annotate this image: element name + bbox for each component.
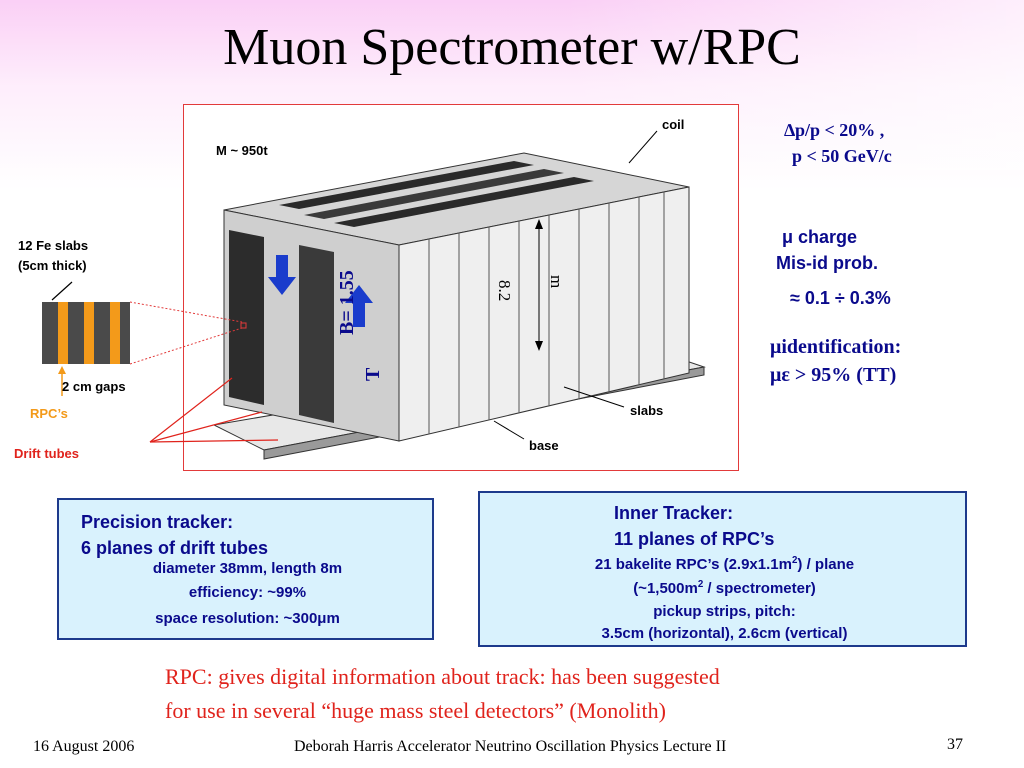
field-unit: T bbox=[362, 367, 384, 381]
drift-tubes-label: Drift tubes bbox=[14, 446, 79, 461]
charge-line-1: μ charge bbox=[782, 227, 858, 247]
footer-date: 16 August 2006 bbox=[33, 738, 135, 755]
fe-slabs-label-2: (5cm thick) bbox=[18, 258, 87, 273]
coil-stripe-1 bbox=[279, 161, 534, 209]
rpc-pointer-head bbox=[58, 366, 66, 374]
rpc-marker bbox=[240, 322, 247, 329]
coil-stripe-2 bbox=[304, 169, 564, 219]
fe-slab-2 bbox=[68, 302, 84, 364]
footer-center: Deborah Harris Accelerator Neutrino Osci… bbox=[294, 738, 727, 755]
inner-line-3: pickup strips, pitch: bbox=[653, 603, 796, 620]
slabs-label: slabs bbox=[630, 403, 664, 418]
height-value: 8.2 bbox=[495, 280, 514, 302]
base-pointer bbox=[493, 420, 525, 440]
mass-label: M ~ 950t bbox=[216, 143, 268, 158]
fe-slab-1 bbox=[42, 302, 58, 364]
coil-label: coil bbox=[662, 117, 685, 132]
rpc-gap-3 bbox=[110, 302, 120, 364]
rpc-note-line-1: RPC: gives digital information about tra… bbox=[165, 664, 720, 689]
height-arrow-bottom bbox=[535, 341, 543, 351]
precision-head-2: 6 planes of drift tubes bbox=[81, 538, 269, 558]
coil-pointer bbox=[628, 130, 658, 164]
fe-pointer bbox=[51, 281, 73, 301]
momentum-line-2: p < 50 GeV/c bbox=[792, 146, 892, 166]
precision-head-1: Precision tracker: bbox=[81, 512, 234, 532]
slide-title: Muon Spectrometer w/RPC bbox=[223, 19, 801, 76]
rpcs-label: RPC’s bbox=[30, 406, 68, 421]
inner-line-4: 3.5cm (horizontal), 2.6cm (vertical) bbox=[601, 625, 848, 642]
inner-line-2: (~1,500m2 / spectrometer) bbox=[633, 579, 816, 597]
detector-figure: coil M ~ 950t 8.2 m B= 1.55 T slabs base bbox=[183, 104, 739, 471]
coil-stripe-3 bbox=[334, 177, 594, 227]
zoom-line-top bbox=[129, 301, 243, 323]
arrow-up-icon bbox=[345, 285, 373, 327]
fe-slab-3 bbox=[94, 302, 110, 364]
zoom-line-bottom bbox=[129, 327, 243, 365]
inner-head-1: Inner Tracker: bbox=[614, 503, 734, 523]
inner-tracker-box: Inner Tracker: 11 planes of RPC’s 21 bak… bbox=[478, 491, 967, 647]
height-unit: m bbox=[547, 275, 566, 289]
field-label: B= 1.55 bbox=[336, 270, 358, 335]
height-arrow-top bbox=[535, 219, 543, 229]
slab-schematic bbox=[42, 281, 279, 443]
fe-slabs-label-1: 12 Fe slabs bbox=[18, 238, 89, 253]
charge-value: ≈ 0.1 ÷ 0.3% bbox=[790, 288, 891, 308]
rpc-gap-2 bbox=[84, 302, 94, 364]
inner-line-1: 21 bakelite RPC’s (2.9x1.1m2) / plane bbox=[594, 555, 855, 573]
base-label: base bbox=[529, 438, 559, 453]
coil-right bbox=[299, 245, 334, 423]
coil-left bbox=[229, 230, 264, 405]
momentum-line-1: ∆p/p < 20% , bbox=[784, 120, 885, 140]
charge-line-2: Mis-id prob. bbox=[776, 253, 878, 273]
detector-drawing bbox=[212, 130, 706, 460]
fe-slab-4 bbox=[120, 302, 130, 364]
arrow-down-icon bbox=[268, 255, 296, 295]
rpc-gap-1 bbox=[58, 302, 68, 364]
drift-pointer-2 bbox=[149, 411, 263, 443]
slabs-pointer bbox=[563, 386, 625, 408]
identification-line-1: μidentification: bbox=[770, 336, 902, 358]
precision-line-3: space resolution: ~300μm bbox=[155, 610, 340, 627]
height-label-rotated: 8.2 bbox=[494, 280, 514, 301]
precision-line-2: efficiency: ~99% bbox=[188, 584, 307, 601]
slab-lines bbox=[428, 192, 665, 434]
drift-pointer-3 bbox=[149, 439, 279, 443]
footer-page-number: 37 bbox=[947, 736, 963, 753]
drift-pointer-1 bbox=[149, 377, 233, 443]
precision-tracker-box: Precision tracker: 6 planes of drift tub… bbox=[57, 498, 434, 640]
gaps-label: 2 cm gaps bbox=[62, 379, 126, 394]
rpc-note-line-2: for use in several “huge mass steel dete… bbox=[165, 698, 666, 723]
inner-head-2: 11 planes of RPC’s bbox=[614, 529, 775, 549]
identification-line-2: με > 95% (TT) bbox=[770, 364, 897, 386]
precision-line-1: diameter 38mm, length 8m bbox=[152, 560, 343, 577]
